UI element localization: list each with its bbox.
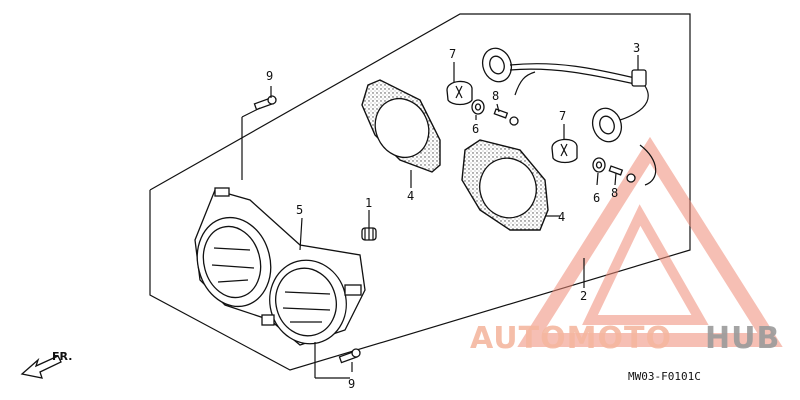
adjuster-spring: [361, 227, 377, 241]
callout-3: 3: [633, 41, 640, 55]
callout-2: 2: [580, 289, 587, 303]
grommet-upper: [471, 99, 485, 115]
grommet-lower: [592, 157, 606, 173]
screw-top: [253, 95, 277, 111]
seal-ring-upper: [361, 79, 441, 173]
diagram-code: MW03-F0101C: [628, 370, 701, 383]
callout-4-lower: 4: [558, 210, 565, 224]
callout-7-upper: 7: [449, 47, 456, 61]
callout-8-lower: 8: [611, 186, 618, 200]
watermark-text: AUTOMOTO HUB: [470, 321, 780, 356]
callout-1: 1: [365, 196, 372, 210]
svg-text:AUTOMOTO: AUTOMOTO: [470, 321, 672, 356]
front-arrow-icon: [20, 355, 62, 379]
callout-9-bottom: 9: [348, 377, 355, 391]
callout-4-upper: 4: [407, 189, 414, 203]
bulb-lower: [551, 138, 578, 164]
front-label: FR.: [52, 350, 72, 363]
wiring-harness: [481, 47, 657, 186]
svg-text:HUB: HUB: [705, 321, 780, 356]
terminal-lower: [608, 165, 636, 183]
bulb-upper: [446, 80, 473, 106]
callout-6-lower: 6: [593, 191, 600, 205]
seal-ring-lower: [461, 139, 549, 231]
headlight-unit: [194, 187, 366, 346]
assembly-boundary: [149, 13, 691, 371]
terminal-upper: [493, 108, 519, 126]
watermark-logo: [517, 136, 783, 347]
screw-bottom: [338, 348, 361, 364]
callout-5: 5: [296, 203, 303, 217]
callout-7-lower: 7: [559, 109, 566, 123]
callout-9-top: 9: [266, 69, 273, 83]
callout-8-upper: 8: [492, 89, 499, 103]
leader-lines: [241, 55, 639, 379]
callout-6-upper: 6: [472, 122, 479, 136]
